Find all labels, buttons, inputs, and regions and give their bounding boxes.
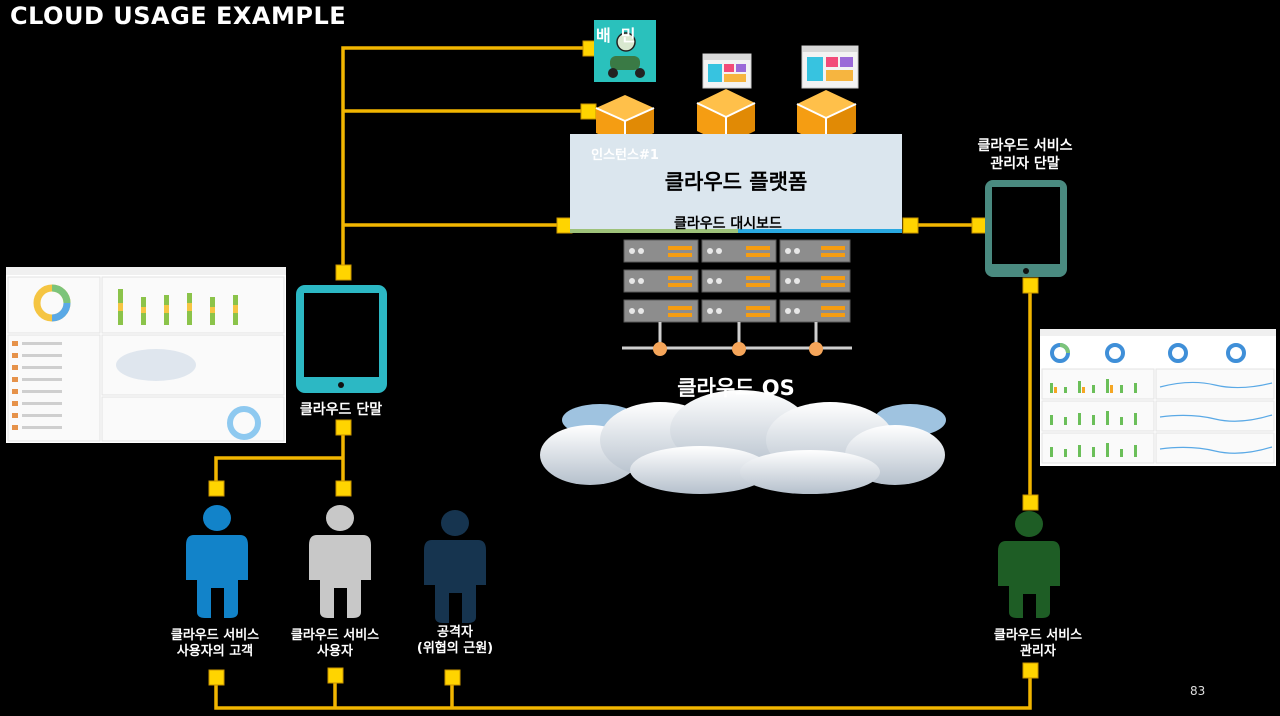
instance-label: 인스턴스#1 — [591, 148, 659, 163]
person-icon — [186, 505, 248, 618]
page-title: CLOUD USAGE EXAMPLE — [10, 2, 347, 30]
attacker-label: 공격자 (위협의 근원) — [390, 625, 520, 657]
user-dashboard-screenshot — [6, 267, 286, 443]
admin-dashboard-screenshot — [1040, 329, 1276, 466]
admin-terminal-label: 클라우드 서비스 관리자 단말 — [960, 137, 1090, 173]
user-terminal-label: 클라우드 단말 — [299, 402, 383, 418]
cloud-dashboard-label: 클라우드 대시보드 — [674, 216, 782, 232]
attacker-label-line-1: 공격자 — [437, 625, 473, 640]
customer-label-line-2: 사용자의 고객 — [176, 644, 254, 659]
person-icon — [309, 505, 371, 618]
admin-terminal-label-line-2: 관리자 단말 — [990, 156, 1060, 172]
customer-label-line-1: 클라우드 서비스 — [170, 628, 260, 643]
server-rack-icon — [622, 239, 852, 356]
user-label-line-2: 사용자 — [317, 644, 353, 659]
cloud-platform-box — [570, 134, 902, 229]
admin-label-line-1: 클라우드 서비스 — [993, 628, 1083, 643]
page-number: 83 — [1190, 684, 1206, 698]
admin-terminal-label-line-1: 클라우드 서비스 — [977, 138, 1073, 154]
customer-label: 클라우드 서비스 사용자의 고객 — [150, 628, 280, 660]
delivery-app-icon — [594, 20, 656, 82]
person-icon — [998, 511, 1060, 618]
connection-wires — [214, 46, 1032, 710]
user-label-line-1: 클라우드 서비스 — [290, 628, 380, 643]
cloud-platform-label: 클라우드 플랫폼 — [664, 170, 808, 194]
person-icon — [424, 510, 486, 623]
admin-label-line-2: 관리자 — [1020, 644, 1056, 659]
attacker-label-line-2: (위협의 근원) — [416, 641, 494, 656]
cloud-os-label: 클라우드 OS — [677, 376, 795, 400]
cloud-icon — [540, 390, 946, 494]
tablet-icon — [296, 285, 387, 393]
tablet-icon — [985, 180, 1067, 277]
app-tile-text: 배민 — [596, 26, 646, 45]
admin-label: 클라우드 서비스 관리자 — [973, 628, 1103, 660]
browser-window-icon — [702, 53, 752, 89]
user-label: 클라우드 서비스 사용자 — [270, 628, 400, 660]
browser-window-icon — [801, 45, 859, 89]
